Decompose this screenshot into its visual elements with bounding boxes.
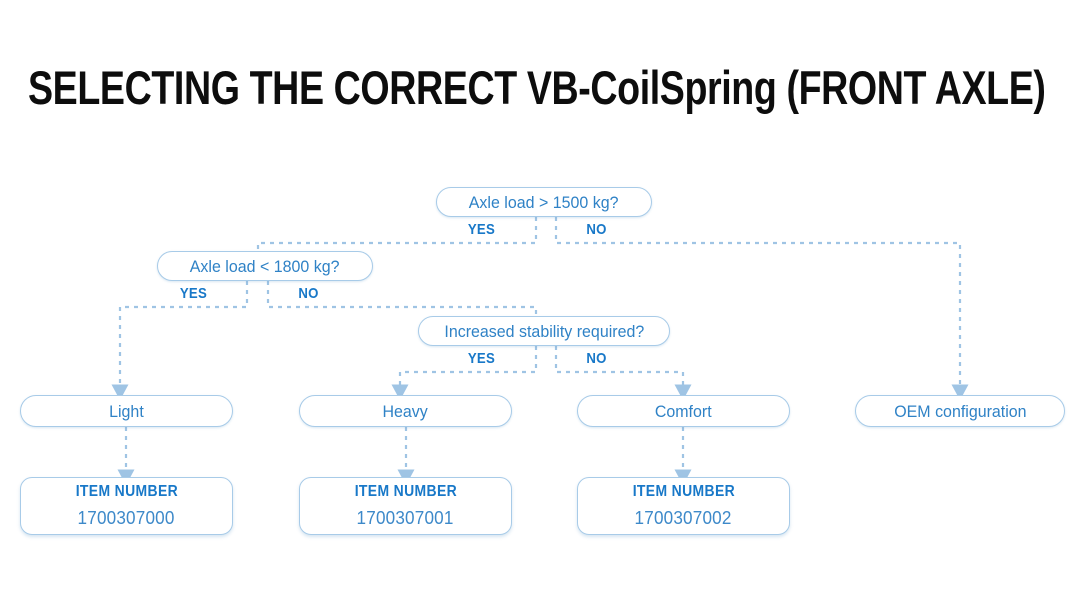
branch-label-d1-no: NO (586, 221, 607, 238)
branch-label-d2-no: NO (298, 285, 319, 302)
result-node-heavy[interactable]: Heavy (299, 395, 512, 427)
result-node-comfort[interactable]: Comfort (577, 395, 790, 427)
wire-d1-no (554, 217, 969, 401)
branch-label-d2-yes: YES (179, 285, 208, 302)
branch-label-d3-no: NO (586, 350, 607, 367)
item-number-value: 1700307000 (77, 508, 175, 528)
item-number-value: 1700307001 (356, 508, 454, 528)
result-node-oem-configuration[interactable]: OEM configuration (855, 395, 1065, 427)
item-number-title: ITEM NUMBER (354, 483, 457, 500)
decision-label: Axle load > 1500 kg? (469, 192, 619, 212)
item-number-title: ITEM NUMBER (75, 483, 178, 500)
item-number-card-heavy[interactable]: ITEM NUMBER 1700307001 (299, 477, 512, 535)
result-label: OEM configuration (893, 401, 1027, 421)
item-number-value: 1700307002 (634, 508, 732, 528)
branch-label-d1-yes: YES (467, 221, 496, 238)
item-number-card-comfort[interactable]: ITEM NUMBER 1700307002 (577, 477, 790, 535)
result-node-light[interactable]: Light (20, 395, 233, 427)
result-label: Comfort (655, 401, 712, 421)
page-title: SELECTING THE CORRECT VB-CoilSpring (FRO… (28, 61, 1046, 114)
item-number-card-light[interactable]: ITEM NUMBER 1700307000 (20, 477, 233, 535)
item-number-title: ITEM NUMBER (632, 483, 735, 500)
decision-node-axle-load-1800[interactable]: Axle load < 1800 kg? (157, 251, 373, 281)
decision-label: Increased stability required? (444, 321, 644, 341)
decision-node-axle-load-1500[interactable]: Axle load > 1500 kg? (436, 187, 652, 217)
wire-d3-no (554, 346, 692, 401)
decision-node-increased-stability[interactable]: Increased stability required? (418, 316, 670, 346)
branch-label-d3-yes: YES (467, 350, 496, 367)
result-label: Heavy (382, 401, 429, 421)
decision-label: Axle load < 1800 kg? (190, 256, 340, 276)
result-label: Light (109, 401, 144, 421)
